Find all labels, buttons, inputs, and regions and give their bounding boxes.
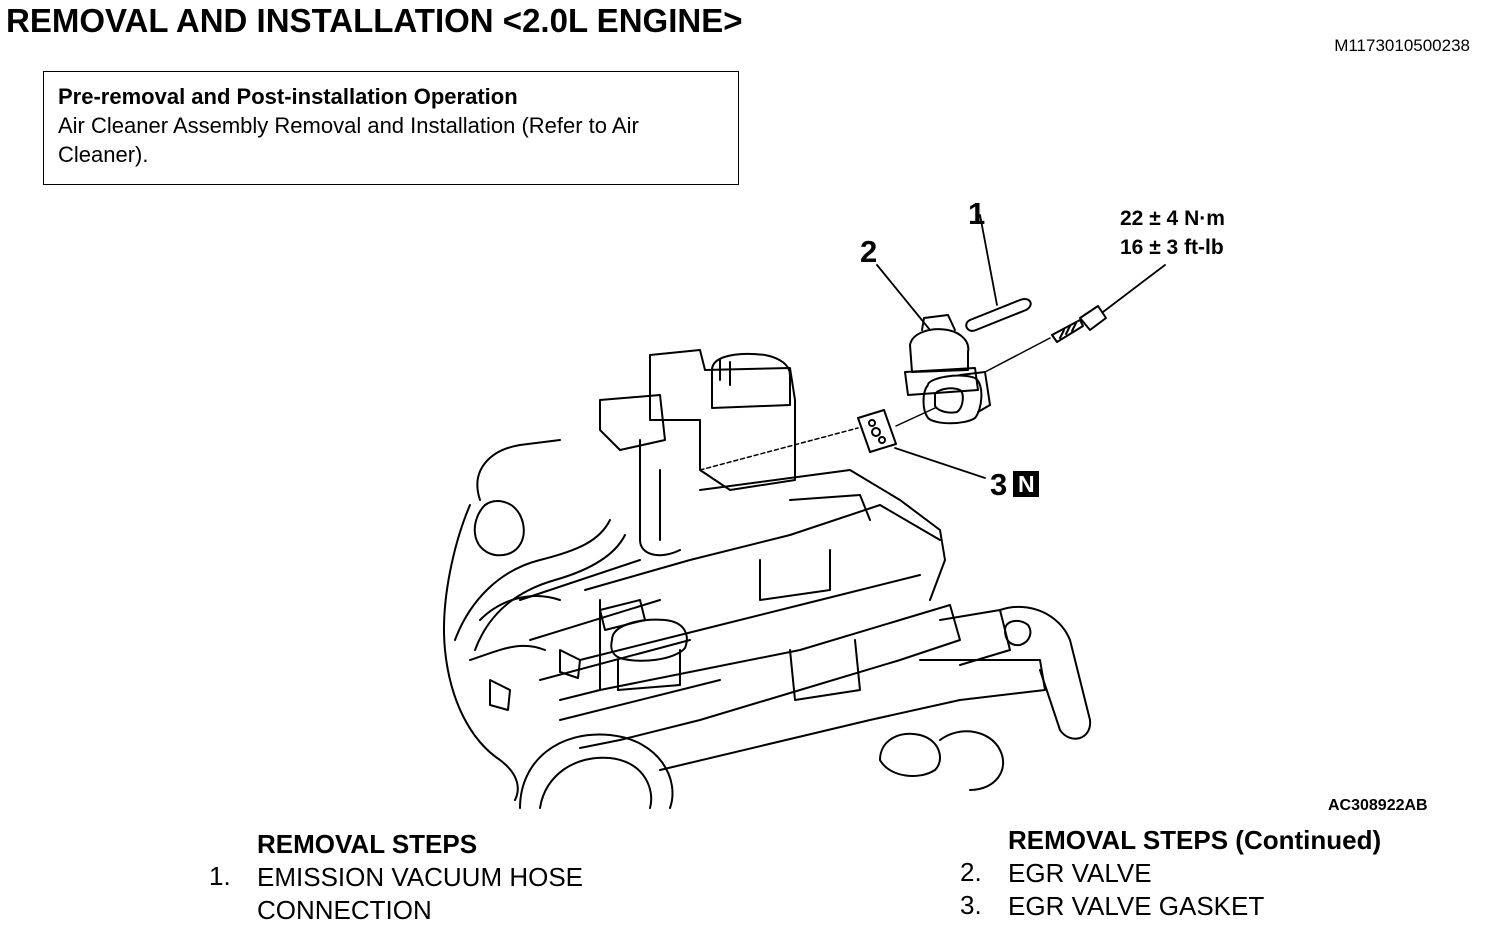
callout-3-number: 3 bbox=[990, 467, 1008, 502]
callout-1: 1 bbox=[968, 196, 986, 231]
page-title: REMOVAL AND INSTALLATION <2.0L ENGINE> bbox=[6, 2, 743, 39]
torque-metric: 22 ± 4 N·m bbox=[1120, 207, 1225, 230]
removal-steps-title: REMOVAL STEPS bbox=[257, 829, 478, 859]
pre-removal-body: Air Cleaner Assembly Removal and Install… bbox=[58, 113, 639, 167]
removal-steps-continued: REMOVAL STEPS (Continued) 2. EGR VALVE 3… bbox=[960, 823, 1381, 923]
step-item: 2. EGR VALVE bbox=[960, 857, 1381, 890]
torque-spec: 22 ± 4 N·m 16 ± 3 ft-lb bbox=[1120, 204, 1225, 262]
step-number: 2. bbox=[960, 857, 982, 887]
step-item: 1. EMISSION VACUUM HOSE CONNECTION bbox=[209, 861, 617, 927]
callout-2: 2 bbox=[860, 234, 878, 269]
pre-removal-box: Pre-removal and Post-installation Operat… bbox=[43, 71, 739, 185]
figure-code: AC308922AB bbox=[1328, 797, 1428, 814]
step-text: EMISSION VACUUM HOSE CONNECTION bbox=[257, 862, 584, 925]
removal-steps: REMOVAL STEPS 1. EMISSION VACUUM HOSE CO… bbox=[209, 827, 617, 927]
pre-removal-heading: Pre-removal and Post-installation Operat… bbox=[58, 84, 518, 109]
step-item: 3. EGR VALVE GASKET bbox=[960, 890, 1381, 923]
document-id: M1173010500238 bbox=[1334, 36, 1470, 55]
new-part-badge: N bbox=[1013, 471, 1040, 497]
torque-imperial: 16 ± 3 ft-lb bbox=[1120, 236, 1224, 259]
step-text: EGR VALVE GASKET bbox=[1008, 891, 1265, 921]
removal-steps-continued-title: REMOVAL STEPS (Continued) bbox=[1008, 825, 1382, 855]
step-text: EGR VALVE bbox=[1008, 858, 1152, 888]
step-number: 3. bbox=[960, 890, 982, 920]
step-number: 1. bbox=[209, 861, 231, 891]
